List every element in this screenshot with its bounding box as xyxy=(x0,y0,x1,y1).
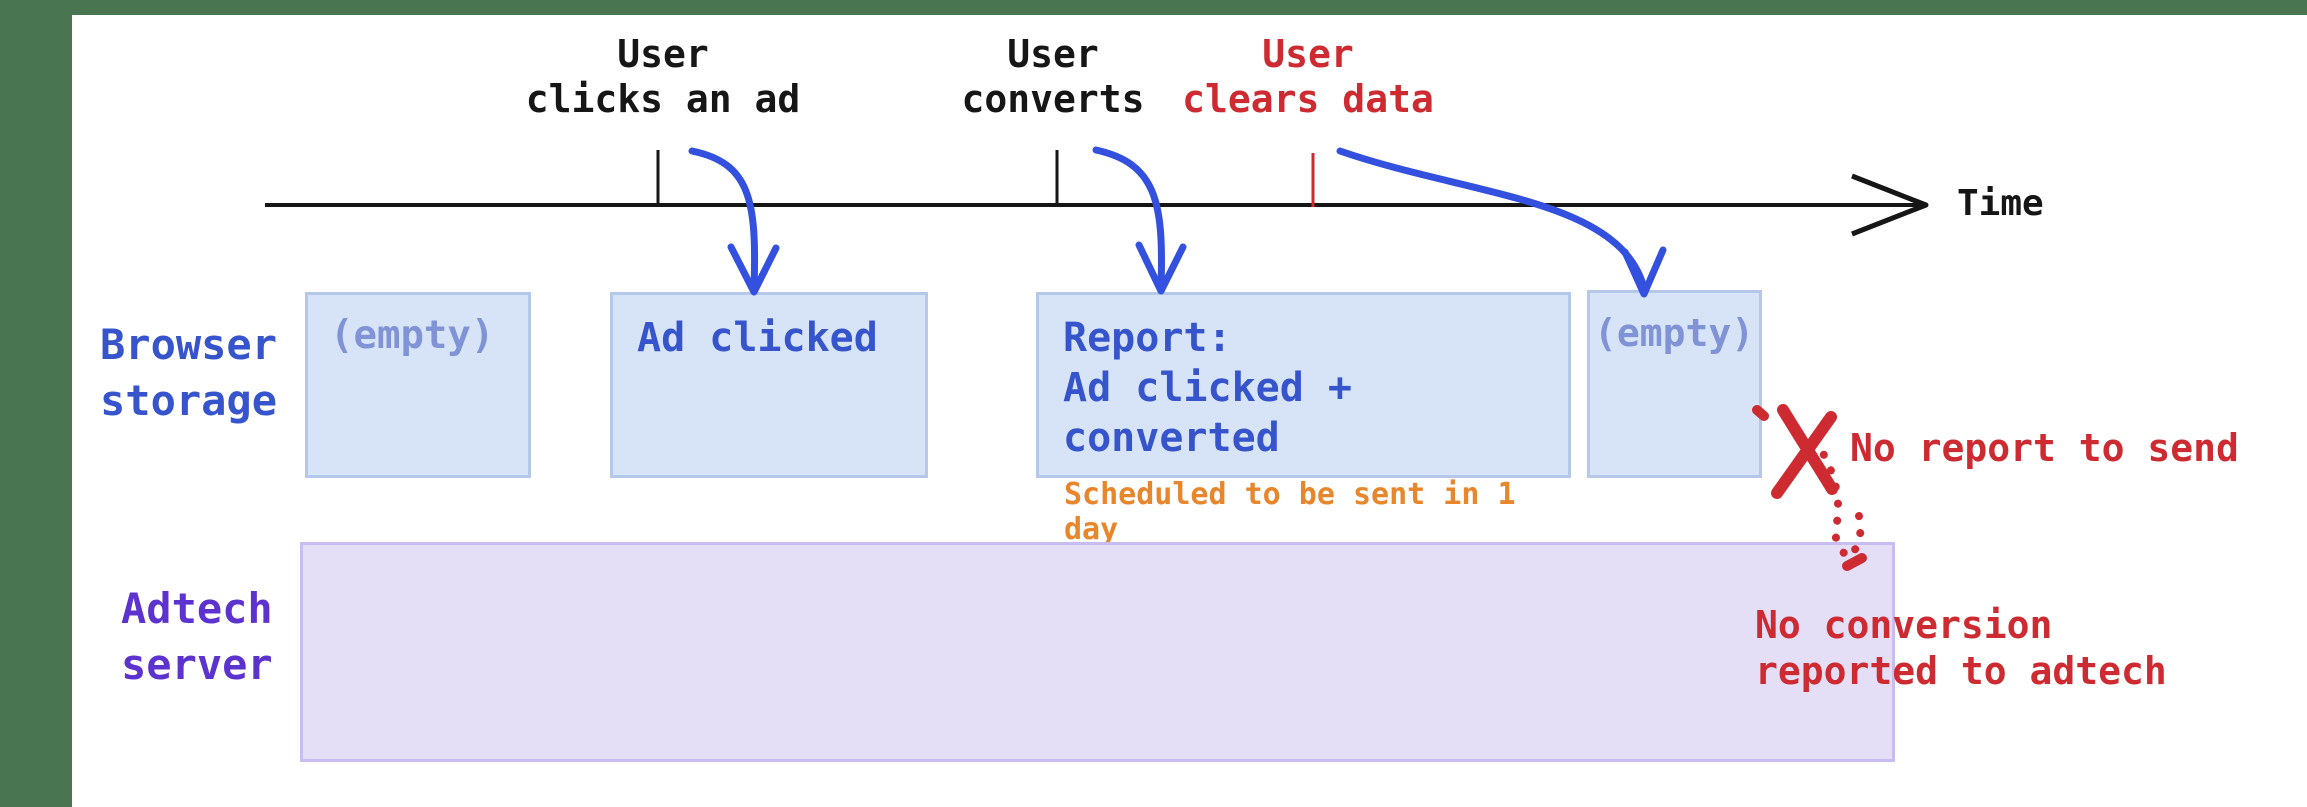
no-report-annotation: No report to send xyxy=(1850,426,2239,470)
event-label-clicks-ad: User clicks an ad xyxy=(526,32,801,122)
storage-box-empty-1: (empty) xyxy=(305,292,531,478)
event-clears-line1: User xyxy=(1262,32,1354,76)
arrow-click-to-storage-icon xyxy=(688,147,780,296)
event-label-converts: User converts xyxy=(961,32,1144,122)
timeline-arrowhead-icon xyxy=(1851,173,1929,237)
no-conversion-line1: No conversion xyxy=(1755,603,2053,647)
ad-clicked-text: Ad clicked xyxy=(637,315,878,361)
red-x-icon xyxy=(1752,404,1838,499)
adtech-server-box xyxy=(300,542,1895,762)
arrow-convert-to-report-icon xyxy=(1092,146,1187,295)
storage-box-report: Report: Ad clicked + converted Scheduled… xyxy=(1036,292,1571,547)
adtech-server-label: Adtech server xyxy=(121,581,273,693)
event-converts-line1: User xyxy=(1007,32,1099,76)
event-clicks-line2: clicks an ad xyxy=(525,77,801,121)
event-clears-line2: clears data xyxy=(1182,77,1434,121)
storage-box-empty-2-text: (empty) xyxy=(1594,311,1755,355)
time-axis-label: Time xyxy=(1957,183,2044,224)
event-clicks-line1: User xyxy=(617,32,709,76)
storage-box-ad-clicked: Ad clicked xyxy=(610,292,928,478)
event-converts-line2: converts xyxy=(961,77,1145,121)
adtech-label-line2: server xyxy=(121,640,273,689)
report-detail: Ad clicked + converted xyxy=(1063,365,1352,461)
arrow-clear-to-empty-icon xyxy=(1336,147,1667,298)
browser-label-line2: storage xyxy=(100,376,278,425)
adtech-label-line1: Adtech xyxy=(121,584,273,633)
report-schedule-note: Scheduled to be sent in 1 day xyxy=(1064,477,1516,547)
no-conversion-line2: reported to adtech xyxy=(1755,649,2167,693)
browser-label-line1: Browser xyxy=(100,320,278,369)
report-title: Report: xyxy=(1063,315,1232,361)
storage-box-empty-2: (empty) xyxy=(1587,290,1762,478)
frame-top-bar xyxy=(0,0,2307,15)
storage-box-empty-1-text: (empty) xyxy=(330,313,495,358)
frame-left-bar xyxy=(0,0,72,807)
event-label-clears-data: User clears data xyxy=(1182,32,1434,122)
browser-storage-label: Browser storage xyxy=(100,317,277,429)
no-conversion-annotation: No conversion reported to adtech xyxy=(1755,602,2167,694)
